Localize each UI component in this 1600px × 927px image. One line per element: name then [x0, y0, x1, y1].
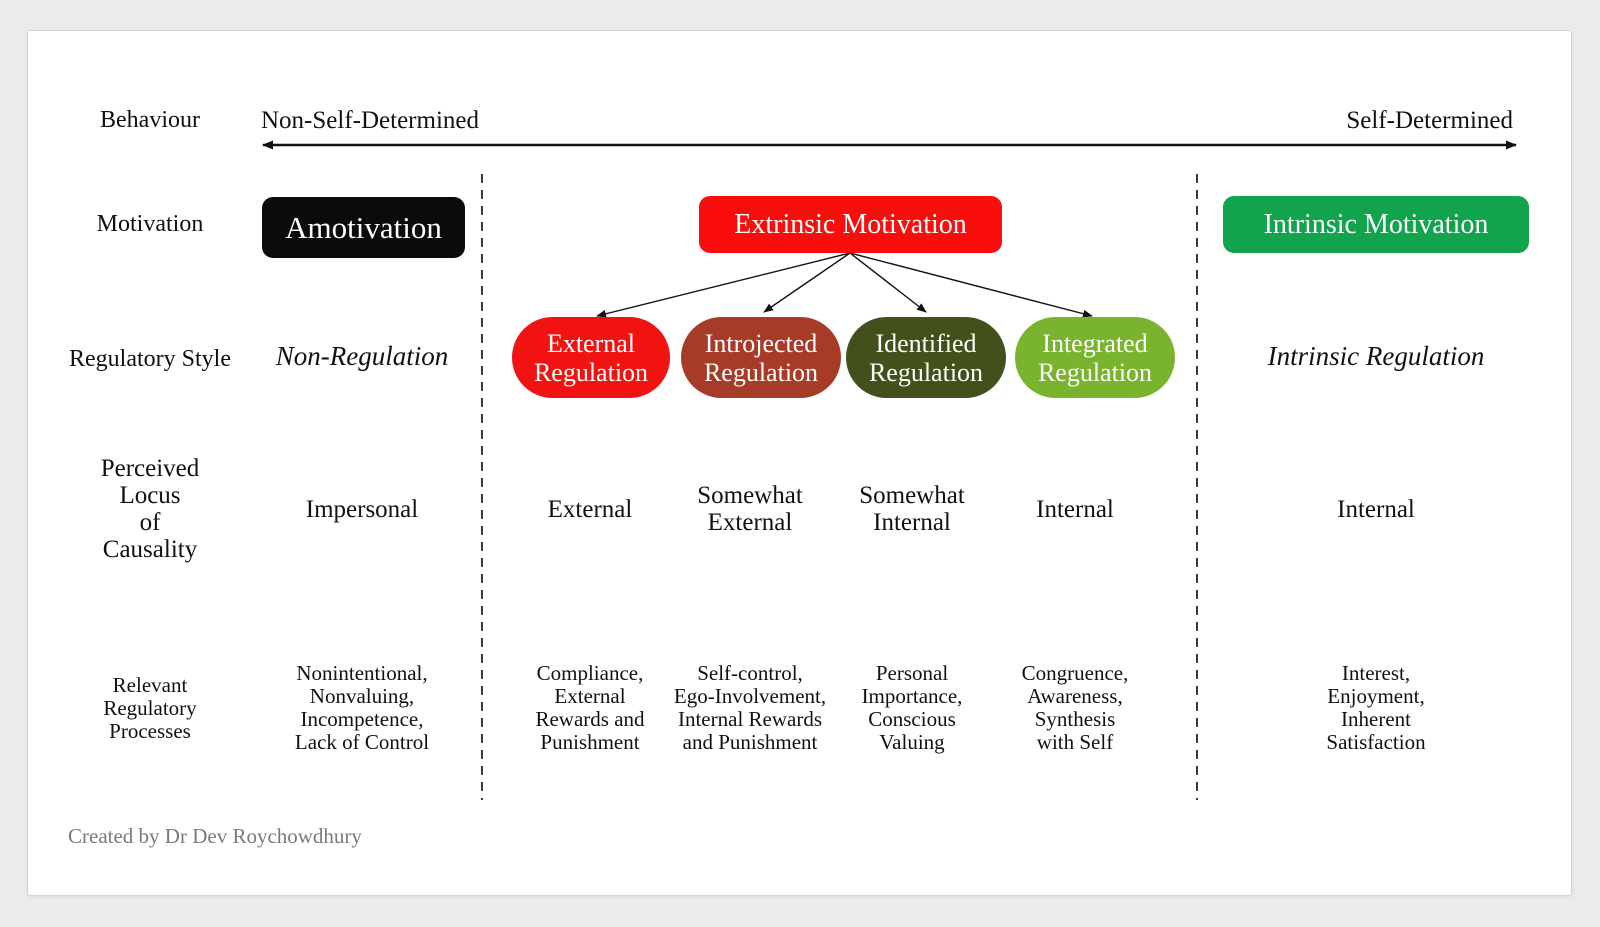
processes-amotivation: Nonintentional, Nonvaluing, Incompetence…: [294, 661, 430, 754]
motivation-row-label: Motivation: [96, 211, 204, 237]
axis-left-label: Non-Self-Determined: [261, 107, 479, 134]
axis-right-label: Self-Determined: [1346, 107, 1513, 134]
locus-value-impersonal: Impersonal: [305, 495, 419, 523]
intrinsic-regulation-label: Intrinsic Regulation: [1267, 341, 1485, 371]
locus-value-internal: Internal: [1036, 495, 1114, 523]
locus-value-somewhat-internal: Somewhat Internal: [859, 482, 965, 536]
credit-text: Created by Dr Dev Roychowdhury: [68, 824, 362, 848]
integrated-regulation-pill: Integrated Regulation: [1015, 317, 1175, 398]
processes-introjected: Self-control, Ego-Involvement, Internal …: [673, 661, 827, 754]
processes-identified: Personal Importance, Conscious Valuing: [861, 661, 963, 754]
locus-value-somewhat-external: Somewhat External: [697, 482, 803, 536]
locus-row-label: Perceived Locus of Causality: [100, 455, 200, 563]
locus-value-external: External: [547, 495, 633, 523]
processes-integrated: Congruence, Awareness, Synthesis with Se…: [1021, 661, 1129, 754]
behaviour-row-label: Behaviour: [100, 107, 200, 133]
non-regulation-label: Non-Regulation: [275, 341, 449, 371]
diagram-card: [27, 30, 1572, 896]
introjected-regulation-pill: Introjected Regulation: [681, 317, 841, 398]
locus-value-internal-intrinsic: Internal: [1337, 495, 1415, 523]
amotivation-box: Amotivation: [262, 197, 465, 258]
identified-regulation-pill: Identified Regulation: [846, 317, 1006, 398]
external-regulation-pill: External Regulation: [512, 317, 670, 398]
regulatory-style-row-label: Regulatory Style: [69, 346, 231, 372]
processes-intrinsic: Interest, Enjoyment, Inherent Satisfacti…: [1326, 661, 1426, 754]
processes-row-label: Relevant Regulatory Processes: [103, 672, 197, 743]
extrinsic-motivation-box: Extrinsic Motivation: [699, 196, 1002, 253]
extrinsic-motivation-box-label: Extrinsic Motivation: [734, 208, 967, 240]
intrinsic-motivation-box: Intrinsic Motivation: [1223, 196, 1529, 253]
processes-external: Compliance, External Rewards and Punishm…: [535, 661, 645, 754]
intrinsic-motivation-box-label: Intrinsic Motivation: [1263, 208, 1489, 240]
amotivation-box-label: Amotivation: [285, 209, 442, 245]
